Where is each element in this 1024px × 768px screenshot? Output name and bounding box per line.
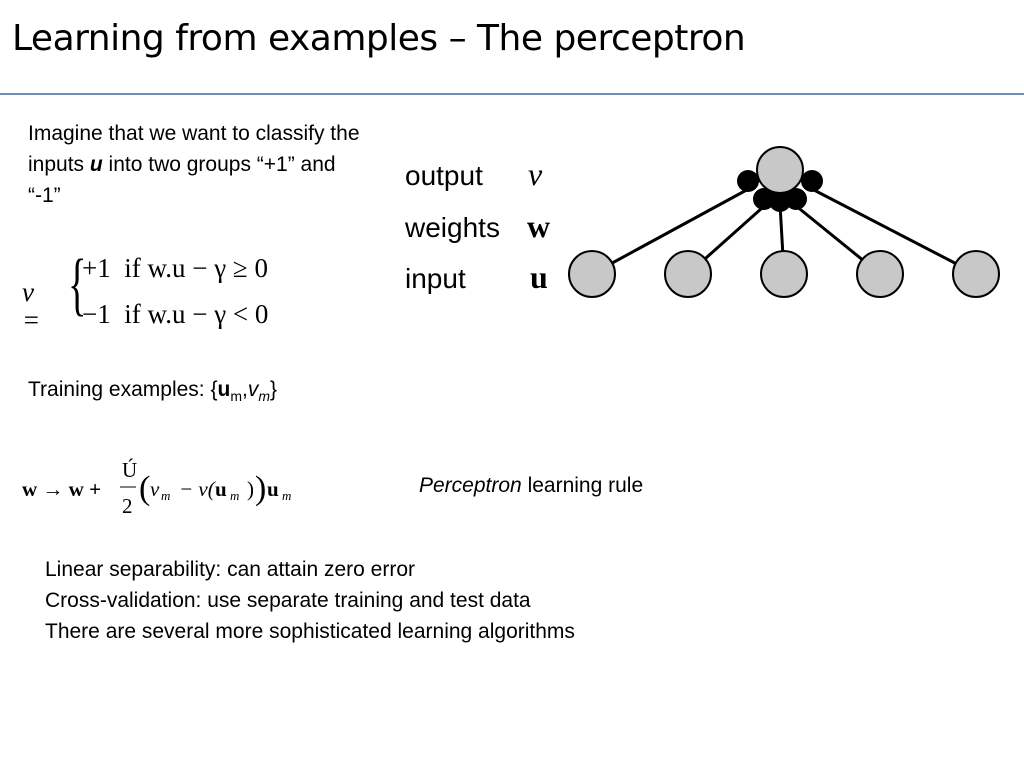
input-node	[568, 250, 616, 298]
weight-node	[769, 190, 791, 212]
row2-condition: if w.u − γ < 0	[124, 299, 269, 329]
training-sep: ,	[241, 378, 248, 401]
title-divider	[0, 93, 1024, 95]
update-close: )	[247, 477, 254, 501]
training-close: }	[270, 378, 278, 401]
update-denominator: 2	[122, 494, 133, 518]
connection-line	[801, 182, 977, 276]
rule-caption-italic: Perceptron	[419, 474, 522, 497]
weight-node	[801, 170, 823, 192]
input-node	[760, 250, 808, 298]
update-body: v	[150, 477, 160, 501]
update-tail-u: u	[267, 477, 279, 501]
output-node	[756, 146, 804, 194]
training-v-sub: m	[258, 388, 270, 405]
training-u-sub: m	[230, 388, 242, 405]
right-paren: )	[255, 470, 266, 507]
update-tail-sub: m	[282, 488, 291, 503]
update-u-sub: m	[230, 488, 239, 503]
input-node	[856, 250, 904, 298]
weight-node	[785, 188, 807, 210]
label-input: input	[405, 263, 466, 294]
left-paren: (	[139, 470, 150, 507]
rule-caption-text: learning rule	[521, 474, 644, 497]
connection-line	[591, 182, 759, 276]
note-line: There are several more sophisticated lea…	[45, 620, 575, 643]
perceptron-rule-caption: Perceptron learning rule	[419, 472, 643, 500]
intro-text: Imagine that we want to classify the inp…	[28, 118, 368, 211]
row1-condition: if w.u − γ ≥ 0	[124, 253, 268, 283]
training-examples: Training examples: {um,vm}	[28, 376, 277, 410]
slide-title: Learning from examples – The perceptron	[12, 18, 746, 59]
training-v: v	[247, 378, 259, 401]
weight-node	[753, 188, 775, 210]
note-line: Linear separability: can attain zero err…	[45, 558, 416, 581]
weight-node	[737, 170, 759, 192]
intro-emphasis: u	[89, 153, 103, 176]
row1-value: +1	[82, 253, 111, 283]
training-u: u	[217, 378, 231, 401]
note-line: Cross-validation: use separate training …	[45, 589, 531, 612]
update-numerator: Ú	[122, 458, 137, 482]
update-lhs: w → w +	[22, 477, 101, 501]
update-equation: w → w + Ú 2 ( v m − v( u m ) ) u m	[22, 458, 291, 518]
intro-part1: Imagine that we want to classify the inp…	[28, 122, 360, 176]
decision-brace: {	[68, 246, 87, 323]
perceptron-diagram: output v weights w input u	[404, 146, 1000, 298]
label-output: output	[405, 160, 483, 191]
decision-row-positive: +1 if w.u − γ ≥ 0	[82, 254, 268, 282]
notes-list: Linear separability: can attain zero err…	[45, 554, 575, 647]
intro-part2: into two groups “+1” and “-1”	[28, 153, 336, 207]
input-node	[664, 250, 712, 298]
symbol-input: u	[530, 259, 548, 295]
update-body-sub: m	[161, 488, 170, 503]
label-weights: weights	[404, 212, 500, 243]
diagram-labels: output v weights w input u	[404, 156, 550, 295]
symbol-output: v	[528, 156, 543, 192]
row2-value: −1	[82, 299, 111, 329]
update-minus: − v(	[179, 477, 217, 501]
decision-lhs: v =	[22, 277, 41, 335]
decision-row-negative: −1 if w.u − γ < 0	[82, 300, 268, 328]
symbol-weights: w	[527, 208, 550, 244]
update-u: u	[215, 477, 227, 501]
network-graph	[568, 146, 1000, 298]
input-node	[952, 250, 1000, 298]
training-label: Training examples: {	[28, 378, 218, 401]
